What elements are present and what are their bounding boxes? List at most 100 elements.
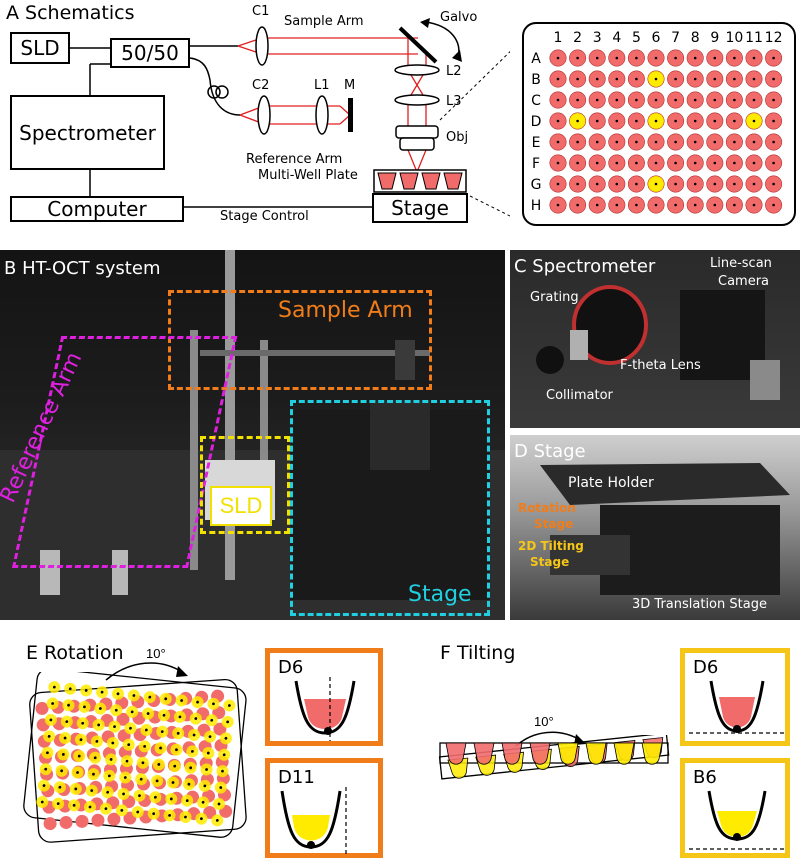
rotated-well-red: [116, 712, 130, 726]
plate-row-label: A: [531, 51, 541, 67]
rotated-well-center: [192, 733, 196, 737]
rotated-well-center: [157, 763, 161, 766]
rotated-well-center: [173, 764, 177, 768]
plate-row-label: G: [531, 177, 542, 193]
ftheta-label: F-theta Lens: [620, 358, 701, 373]
rotated-well-center: [49, 718, 53, 722]
tilting-stage-label-line2: Stage: [530, 555, 570, 569]
plate-well-center: [635, 56, 638, 60]
rotated-well-center: [221, 769, 224, 773]
rotated-well-center: [106, 790, 110, 794]
plate-well-center: [693, 98, 697, 102]
plate-column-label: 4: [612, 30, 621, 46]
plate-column-label: 12: [765, 30, 783, 46]
plate-well-center: [772, 140, 775, 144]
plate-well-center: [713, 56, 717, 60]
plate-well-center: [654, 56, 658, 60]
rotated-well-center: [176, 731, 180, 735]
tilted-plate: [438, 735, 670, 780]
rotated-well-red: [43, 817, 57, 831]
well-d6-tilting-sketch: [689, 680, 785, 734]
plate-column-label: 6: [652, 30, 661, 46]
plate-well-center: [752, 56, 756, 60]
rotated-well-red: [75, 814, 89, 828]
tilted-well: [613, 742, 635, 765]
plate-well-center: [713, 161, 717, 165]
well-d11-rotation-sketch: [280, 787, 347, 855]
tilted-well: [641, 742, 663, 765]
rotated-well-center: [143, 744, 147, 748]
plate-well-center: [615, 98, 619, 102]
plate-well-center: [674, 161, 677, 165]
plate-well-center: [635, 140, 638, 144]
plate-well-center: [713, 182, 717, 186]
rotated-well-center: [122, 792, 125, 796]
plate-well-center: [654, 182, 658, 186]
plate-well-center: [556, 203, 560, 207]
plate-well-center: [693, 119, 697, 123]
plate-well-center: [556, 119, 560, 123]
plate-column-label: 1: [554, 30, 563, 46]
tilted-well: [585, 742, 607, 765]
label-l1: L1: [314, 78, 330, 93]
plate-row-label: F: [532, 156, 540, 172]
plate-well-center: [654, 140, 658, 144]
rotated-well-center: [51, 702, 55, 705]
plate-well-center: [654, 98, 658, 102]
plate-well-center: [576, 77, 579, 81]
plate-well-center: [595, 56, 599, 60]
rotated-well-center: [227, 704, 231, 707]
label-reference-arm: Reference Arm: [246, 152, 343, 167]
plate-column-label: 2: [573, 30, 582, 46]
rotated-well-center: [125, 759, 129, 763]
panel-e-label: E Rotation: [26, 642, 124, 664]
rotated-well-center: [60, 769, 64, 773]
sld-box: SLD: [10, 32, 70, 64]
plate-well-center: [733, 161, 736, 165]
rotated-well-center: [129, 726, 132, 730]
rotated-well-center: [146, 712, 150, 715]
plate-well-center: [693, 140, 697, 144]
well-b6-tilting-frame: B6: [680, 758, 790, 858]
rotated-well-center: [56, 802, 60, 806]
plate-well-center: [595, 182, 599, 186]
rotated-well-center: [72, 803, 76, 807]
rotated-well-center: [95, 739, 99, 743]
rotated-well-center: [171, 781, 175, 784]
label-galvo: Galvo: [440, 10, 478, 25]
plate-well-center: [733, 98, 736, 102]
plate-well-center: [693, 77, 697, 81]
plate-well-center: [674, 98, 677, 102]
rotated-well-center: [224, 736, 228, 740]
rotated-well-center: [169, 797, 173, 801]
label-sample-arm: Sample Arm: [284, 14, 364, 29]
label-obj: Obj: [446, 130, 469, 145]
plate-well-center: [556, 56, 560, 60]
plate-well-center: [635, 182, 638, 186]
rotated-well-center: [185, 799, 189, 803]
rotated-well-center: [58, 785, 62, 789]
rotated-well-center: [201, 800, 205, 804]
rotated-well-center: [120, 808, 124, 812]
rotated-well-center: [111, 741, 115, 745]
plate-well-center: [713, 119, 717, 123]
plate-well-center: [635, 161, 638, 165]
rotated-well-center: [139, 777, 143, 781]
rotated-well-center: [206, 751, 210, 755]
plate-well-center: [595, 161, 599, 165]
rotated-well-center: [148, 695, 152, 699]
rotated-well-center: [144, 728, 148, 732]
plate-well-center: [752, 98, 756, 102]
rotated-well-center: [219, 786, 223, 789]
spectrometer-apparatus: [536, 285, 780, 400]
stage-highlight-box: [290, 400, 490, 616]
rotated-plate: [23, 672, 247, 843]
rotated-well-center: [217, 802, 221, 806]
rotated-well-center: [141, 761, 145, 765]
plate-well-center: [615, 203, 619, 207]
panel-c-label: C Spectrometer: [514, 256, 656, 277]
plate-well-center: [654, 203, 658, 207]
rotated-well-center: [164, 697, 168, 701]
